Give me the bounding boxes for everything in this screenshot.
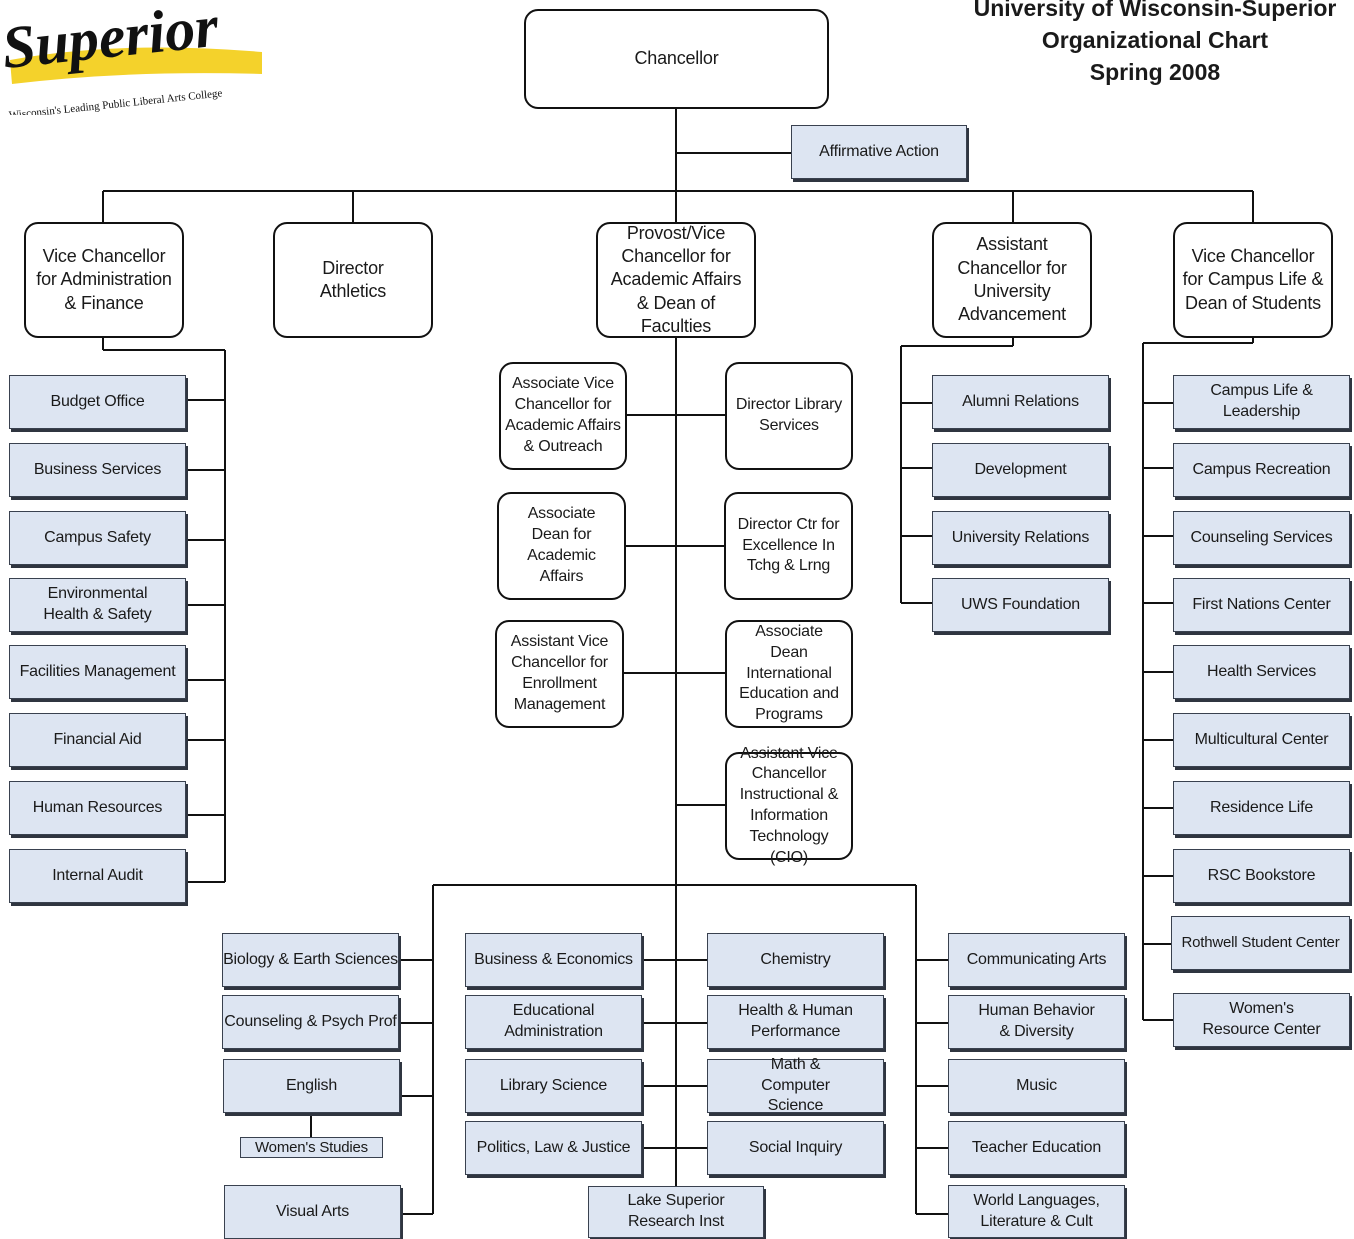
dept-world-languages[interactable]: World Languages, Literature & Cult <box>948 1185 1125 1238</box>
campus-life-unit-recreation[interactable]: Campus Recreation <box>1173 443 1350 497</box>
chart-title-block: University of Wisconsin-Superior Organiz… <box>960 0 1350 88</box>
lake-superior-research-inst[interactable]: Lake Superior Research Inst <box>588 1186 764 1238</box>
dept-visual-arts[interactable]: Visual Arts <box>224 1185 401 1239</box>
asst-vc-cio-box[interactable]: Assistant Vice Chancellor Instructional … <box>725 745 853 866</box>
assoc-dean-international-box[interactable]: Associate Dean International Education a… <box>725 620 853 728</box>
admin-unit-budget-office[interactable]: Budget Office <box>9 375 186 429</box>
director-ctr-excellence-box[interactable]: Director Ctr for Excellence In Tchg & Lr… <box>724 492 853 600</box>
dept-human-behavior-diversity[interactable]: Human Behavior & Diversity <box>948 995 1125 1049</box>
campus-life-unit-counseling[interactable]: Counseling Services <box>1173 511 1350 565</box>
admin-unit-human-resources[interactable]: Human Resources <box>9 781 186 835</box>
asst-chancellor-advancement-box[interactable]: Assistant Chancellor for University Adva… <box>932 222 1092 338</box>
campus-life-unit-rsc-bookstore[interactable]: RSC Bookstore <box>1173 849 1350 903</box>
advancement-unit-development[interactable]: Development <box>932 443 1109 497</box>
dept-politics-law-justice[interactable]: Politics, Law & Justice <box>465 1121 642 1175</box>
chart-title: Organizational Chart <box>1041 27 1269 53</box>
advancement-unit-uws-foundation[interactable]: UWS Foundation <box>932 578 1109 632</box>
dept-business-economics[interactable]: Business & Economics <box>465 933 642 987</box>
admin-unit-facilities-management[interactable]: Facilities Management <box>9 645 186 699</box>
dept-english[interactable]: English <box>223 1059 400 1113</box>
director-library-services-box[interactable]: Director Library Services <box>725 362 853 470</box>
dept-womens-studies[interactable]: Women's Studies <box>240 1137 383 1158</box>
campus-life-unit-residence-life[interactable]: Residence Life <box>1173 781 1350 835</box>
affirmative-action-box[interactable]: Affirmative Action <box>791 125 967 179</box>
campus-life-unit-first-nations[interactable]: First Nations Center <box>1173 578 1350 632</box>
campus-life-unit-health-services[interactable]: Health Services <box>1173 645 1350 699</box>
assoc-dean-academic-affairs-box[interactable]: Associate Dean for Academic Affairs <box>497 492 626 600</box>
svg-text:Wisconsin's Leading Public Lib: Wisconsin's Leading Public Liberal Arts … <box>8 87 223 115</box>
advancement-unit-university-relations[interactable]: University Relations <box>932 511 1109 565</box>
dept-counseling-psych-prof[interactable]: Counseling & Psych Prof <box>222 995 399 1049</box>
provost-box[interactable]: Provost/Vice Chancellor for Academic Aff… <box>596 222 756 338</box>
chart-title-university: University of Wisconsin-Superior <box>973 0 1337 21</box>
campus-life-unit-leadership[interactable]: Campus Life & Leadership <box>1173 375 1350 429</box>
admin-unit-campus-safety[interactable]: Campus Safety <box>9 511 186 565</box>
campus-life-unit-rothwell[interactable]: Rothwell Student Center <box>1171 916 1350 970</box>
admin-unit-financial-aid[interactable]: Financial Aid <box>9 713 186 767</box>
dept-library-science[interactable]: Library Science <box>465 1059 642 1113</box>
dept-music[interactable]: Music <box>948 1059 1125 1113</box>
dept-educational-administration[interactable]: Educational Administration <box>465 995 642 1049</box>
admin-unit-environmental-health-safety[interactable]: Environmental Health & Safety <box>9 578 186 632</box>
dept-chemistry[interactable]: Chemistry <box>707 933 884 987</box>
director-athletics-box[interactable]: Director Athletics <box>273 222 433 338</box>
chart-date: Spring 2008 <box>1089 59 1221 85</box>
advancement-unit-alumni-relations[interactable]: Alumni Relations <box>932 375 1109 429</box>
campus-life-unit-womens-resource[interactable]: Women's Resource Center <box>1173 993 1350 1047</box>
assoc-vc-academic-affairs-outreach-box[interactable]: Associate Vice Chancellor for Academic A… <box>499 362 627 470</box>
admin-unit-business-services[interactable]: Business Services <box>9 443 186 497</box>
dept-biology-earth-sciences[interactable]: Biology & Earth Sciences <box>222 933 399 987</box>
dept-communicating-arts[interactable]: Communicating Arts <box>948 933 1125 987</box>
dept-math-computer-science[interactable]: Math & Computer Science <box>707 1056 884 1114</box>
campus-life-unit-multicultural[interactable]: Multicultural Center <box>1173 713 1350 767</box>
dept-teacher-education[interactable]: Teacher Education <box>948 1121 1125 1175</box>
vc-admin-finance-box[interactable]: Vice Chancellor for Administration & Fin… <box>24 222 184 338</box>
vc-campus-life-box[interactable]: Vice Chancellor for Campus Life & Dean o… <box>1173 222 1333 338</box>
admin-unit-internal-audit[interactable]: Internal Audit <box>9 849 186 903</box>
dept-health-human-performance[interactable]: Health & Human Performance <box>707 995 884 1049</box>
university-logo: Superior Wisconsin's Leading Public Libe… <box>0 0 280 122</box>
chancellor-box[interactable]: Chancellor <box>524 9 829 109</box>
asst-vc-enrollment-management-box[interactable]: Assistant Vice Chancellor for Enrollment… <box>495 620 624 728</box>
dept-social-inquiry[interactable]: Social Inquiry <box>707 1121 884 1175</box>
